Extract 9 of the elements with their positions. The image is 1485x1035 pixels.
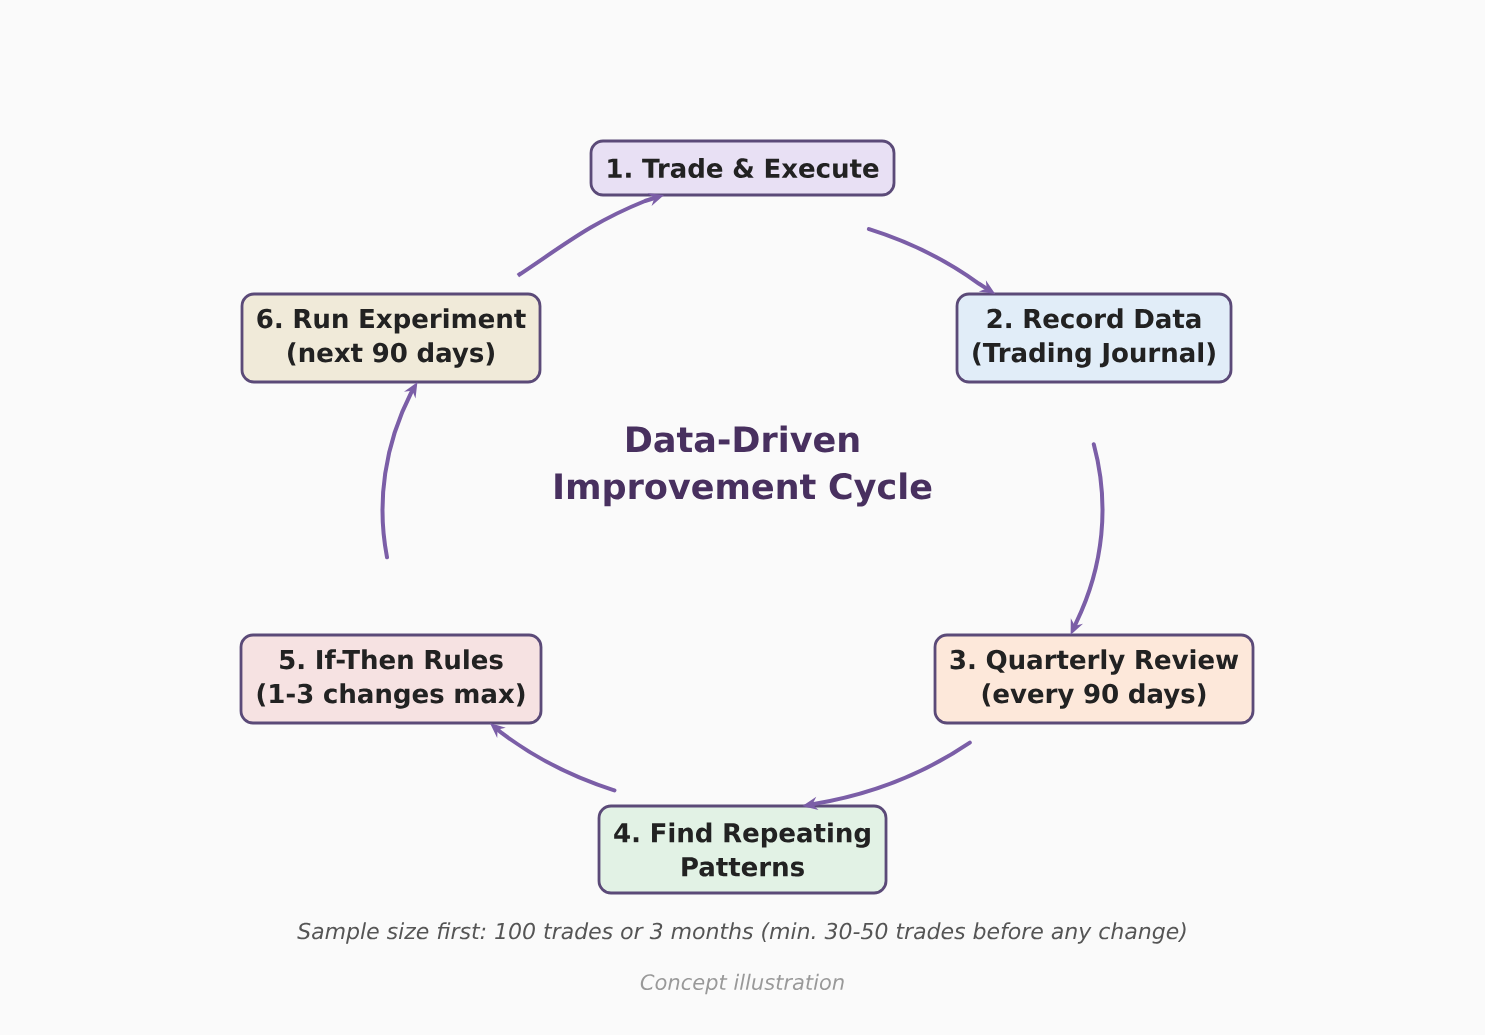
step-box: 1. Trade & Execute xyxy=(589,139,896,197)
step-box: 2. Record Data (Trading Journal) xyxy=(955,292,1233,384)
note: Concept illustration xyxy=(640,973,844,995)
step-box: 5. If-Then Rules (1-3 changes max) xyxy=(239,633,543,725)
title: Data-Driven Improvement Cycle xyxy=(555,425,932,507)
step-box: 6. Run Experiment (next 90 days) xyxy=(240,292,542,384)
step-box: 4. Find Repeating Patterns xyxy=(597,804,888,895)
step-box: 3. Quarterly Review (every 90 days) xyxy=(933,633,1255,725)
caption: Sample size first: 100 trades or 3 months (min. 30-50 trades before any change) xyxy=(297,922,1186,944)
